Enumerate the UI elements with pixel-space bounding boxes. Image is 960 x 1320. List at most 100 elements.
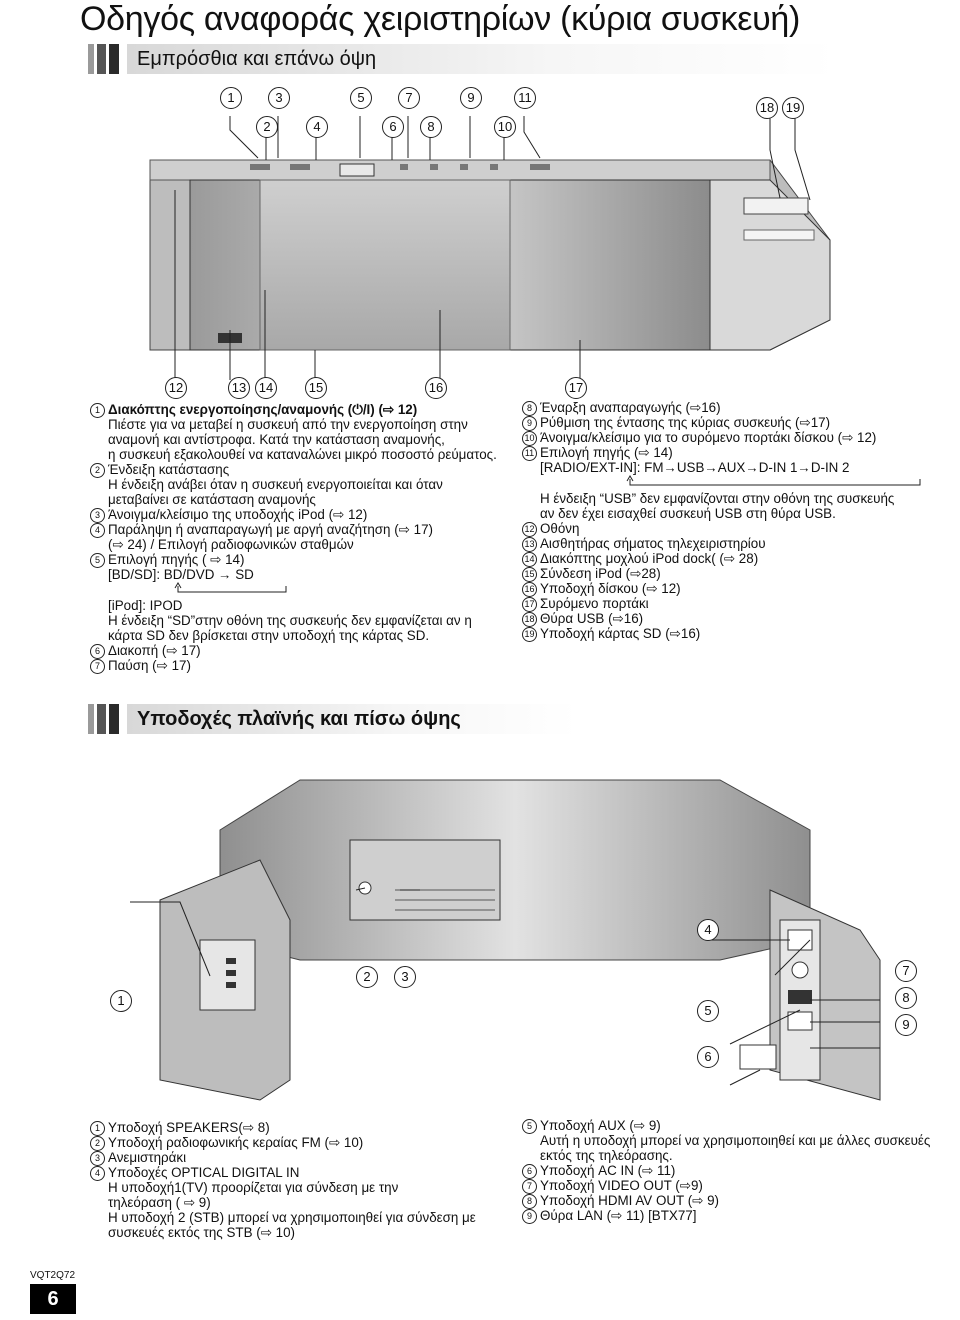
section-title-front: Εμπρόσθια και επάνω όψη	[137, 47, 377, 70]
item-number: 13	[522, 537, 537, 552]
item-text: τηλεόραση ( ⇨ 9)	[108, 1195, 211, 1210]
front-callout-19: 19	[782, 97, 804, 119]
front-callout-9: 9	[460, 87, 482, 109]
item-text: Επιλογή πηγής (⇨ 14)	[540, 445, 673, 460]
front-callout-7: 7	[398, 87, 420, 109]
page-number: 6	[30, 1284, 76, 1314]
front-callout-13: 13	[228, 377, 250, 399]
item-text: Πιέστε για να μεταβεί η συσκευή από την …	[108, 417, 468, 432]
item-number: 2	[90, 1136, 105, 1151]
item-text: Οθόνη	[540, 521, 580, 536]
front-callout-16: 16	[425, 377, 447, 399]
item-number: 6	[90, 644, 105, 659]
item-text: [RADIO/EXT-IN]: FM→USB→AUX→D-IN 1→D-IN 2	[540, 460, 850, 475]
item-text: αναμονή και αντίστροφα. Κατά την κατάστα…	[108, 432, 445, 447]
cycle-arrow	[108, 582, 520, 598]
item-number: 17	[522, 597, 537, 612]
front-callout-8: 8	[420, 116, 442, 138]
item-number: 3	[90, 508, 105, 523]
item-number: 7	[522, 1179, 537, 1194]
item-text: Υποδοχή AC IN (⇨ 11)	[540, 1163, 676, 1178]
page-title: Οδηγός αναφοράς χειριστηρίων (κύρια συσκ…	[80, 0, 801, 38]
item-number: 2	[90, 463, 105, 478]
item-text: Η ένδειξη “USB” δεν εμφανίζονται στην οθ…	[540, 491, 895, 506]
list-item: 5 Υποδοχή AUX (⇨ 9) Αυτή η υποδοχή μπορε…	[522, 1118, 952, 1163]
item-number: 10	[522, 431, 537, 446]
rear-callout-2: 2	[356, 966, 378, 988]
item-number: 1	[90, 1121, 105, 1136]
item-text: Διακόπτης μοχλού iPod dock( (⇨ 28)	[540, 551, 759, 566]
section-header-front: Εμπρόσθια και επάνω όψη	[88, 44, 837, 74]
item-text: (⇨ 24) / Επιλογή ραδιοφωνικών σταθμών	[108, 537, 354, 552]
item-text: η συσκευή εξακολουθεί να καταναλώνει μικ…	[108, 447, 497, 462]
item-text: Υποδοχή HDMI AV OUT (⇨ 9)	[540, 1193, 719, 1208]
rear-callout-1: 1	[110, 990, 132, 1012]
rear-callout-8: 8	[895, 987, 917, 1009]
front-callout-11: 11	[514, 87, 536, 109]
front-callout-15: 15	[305, 377, 327, 399]
item-text: Σύνδεση iPod (⇨28)	[540, 566, 661, 581]
item-text: [iPod]: IPOD	[108, 598, 183, 613]
list-item: 4 Παράληψη ή αναπαραγωγή με αργή αναζήτη…	[90, 522, 520, 552]
item-text: Έναρξη αναπαραγωγής (⇨16)	[540, 400, 721, 415]
item-text: Ανεμιστηράκι	[108, 1150, 187, 1165]
item-number: 9	[522, 1209, 537, 1224]
front-callout-1: 1	[220, 87, 242, 109]
item-text: Υποδοχή VIDEO OUT (⇨9)	[540, 1178, 703, 1193]
item-text: Διακοπή (⇨ 17)	[108, 643, 201, 658]
rear-callout-6: 6	[697, 1046, 719, 1068]
item-number: 18	[522, 612, 537, 627]
front-list-left: 1 Διακόπτης ενεργοποίησης/αναμονής (⏻/I)…	[90, 402, 520, 674]
list-item: 7 Παύση (⇨ 17)	[90, 658, 520, 674]
item-text: Η ένδειξη “SD”στην οθόνη της συσκευής δε…	[108, 613, 472, 628]
item-number: 8	[522, 401, 537, 416]
front-callout-10: 10	[494, 116, 516, 138]
item-number: 5	[522, 1119, 537, 1134]
item-text: Υποδοχές OPTICAL DIGITAL IN	[108, 1165, 300, 1180]
front-callout-14: 14	[255, 377, 277, 399]
item-text: Υποδοχή ραδιοφωνικής κεραίας FM (⇨ 10)	[108, 1135, 364, 1150]
item-text: Επιλογή πηγής ( ⇨ 14)	[108, 552, 245, 567]
item-number: 8	[522, 1194, 537, 1209]
item-text: [BD/SD]: BD/DVD → SD	[108, 567, 254, 582]
list-item: 1 Διακόπτης ενεργοποίησης/αναμονής (⏻/I)…	[90, 402, 520, 462]
item-text: Συρόμενο πορτάκι	[540, 596, 649, 611]
rear-list-right: 5 Υποδοχή AUX (⇨ 9) Αυτή η υποδοχή μπορε…	[522, 1118, 952, 1224]
item-text: Ένδειξη κατάστασης	[108, 462, 230, 477]
item-text: Υποδοχή SPEAKERS(⇨ 8)	[108, 1120, 270, 1135]
front-callout-6: 6	[382, 116, 404, 138]
front-callout-12: 12	[165, 377, 187, 399]
item-text: αν δεν έχει εισαχθεί συσκευή USB στη θύρ…	[540, 506, 836, 521]
item-number: 4	[90, 523, 105, 538]
item-number: 15	[522, 567, 537, 582]
item-text: εκτός της τηλεόρασης.	[540, 1148, 673, 1163]
item-number: 11	[522, 446, 537, 461]
item-text: Παράληψη ή αναπαραγωγή με αργή αναζήτηση…	[108, 522, 433, 537]
item-text: Παύση (⇨ 17)	[108, 658, 191, 673]
front-device-illustration	[149, 116, 831, 380]
section-bars	[88, 44, 119, 74]
front-callout-3: 3	[268, 87, 290, 109]
section-bars	[88, 704, 119, 734]
item-text: Η υποδοχή1(TV) προορίζεται για σύνδεση μ…	[108, 1180, 399, 1195]
item-text: Υποδοχή AUX (⇨ 9)	[540, 1118, 661, 1133]
rear-device-illustration	[130, 779, 881, 1101]
item-text: Άνοιγμα/κλείσιμο για το συρόμενο πορτάκι…	[540, 430, 877, 445]
item-number: 5	[90, 553, 105, 568]
rear-callout-7: 7	[895, 960, 917, 982]
section-title-rear: Υποδοχές πλαϊνής και πίσω όψης	[137, 707, 461, 730]
